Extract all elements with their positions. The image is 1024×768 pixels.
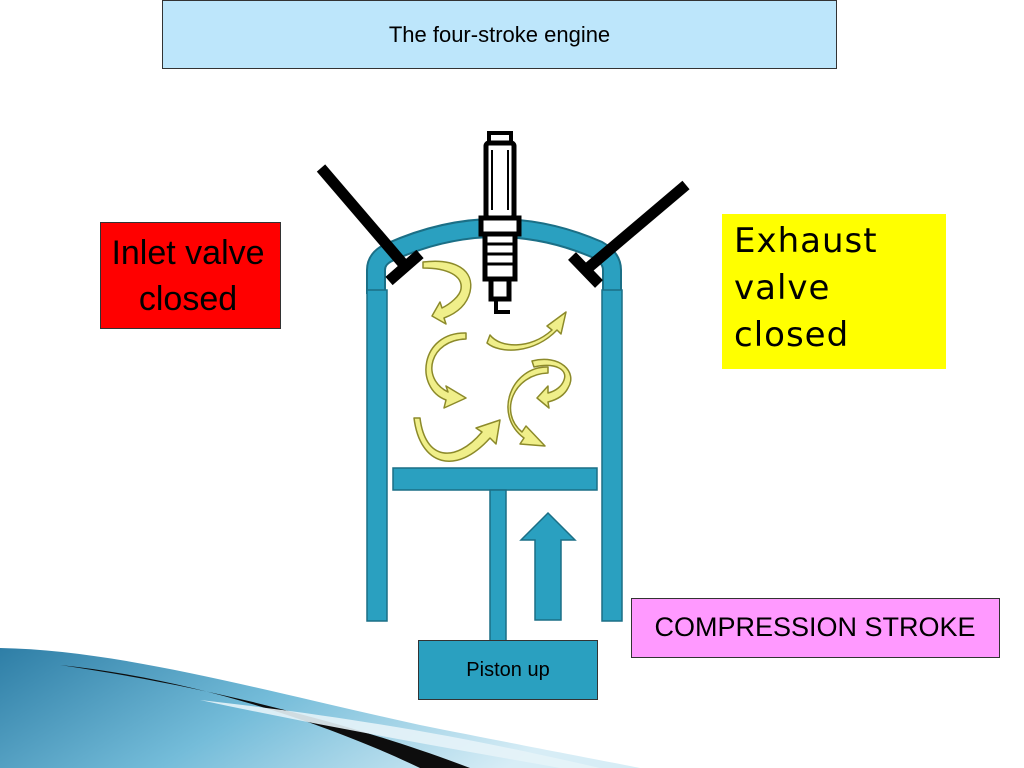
inlet-valve-label-box (100, 222, 281, 329)
inlet-valve-label: Inlet valve closed (111, 234, 265, 318)
slide-title-text: The four-stroke engine (388, 21, 611, 47)
stroke-label: COMPRESSION STROKE (654, 611, 976, 642)
piston-rod (489, 489, 507, 643)
piston-label-box: Piston up (418, 640, 598, 700)
exhaust-valve-label: Exhaust valve closed (734, 221, 878, 355)
exhaust-valve-label-box (722, 214, 946, 369)
piston-label: Piston up (466, 658, 550, 681)
exhaust-valve (568, 180, 690, 288)
cylinder-wall-right (601, 289, 623, 622)
piston-head (392, 467, 598, 491)
spark-plug-icon (478, 131, 522, 314)
slide-title: The four-stroke engine (162, 0, 837, 69)
inlet-valve (316, 164, 424, 286)
up-arrow-icon (519, 511, 577, 621)
swirl-arrows (413, 260, 572, 462)
stroke-label-box (631, 598, 1000, 658)
cylinder-wall-left (366, 289, 388, 622)
